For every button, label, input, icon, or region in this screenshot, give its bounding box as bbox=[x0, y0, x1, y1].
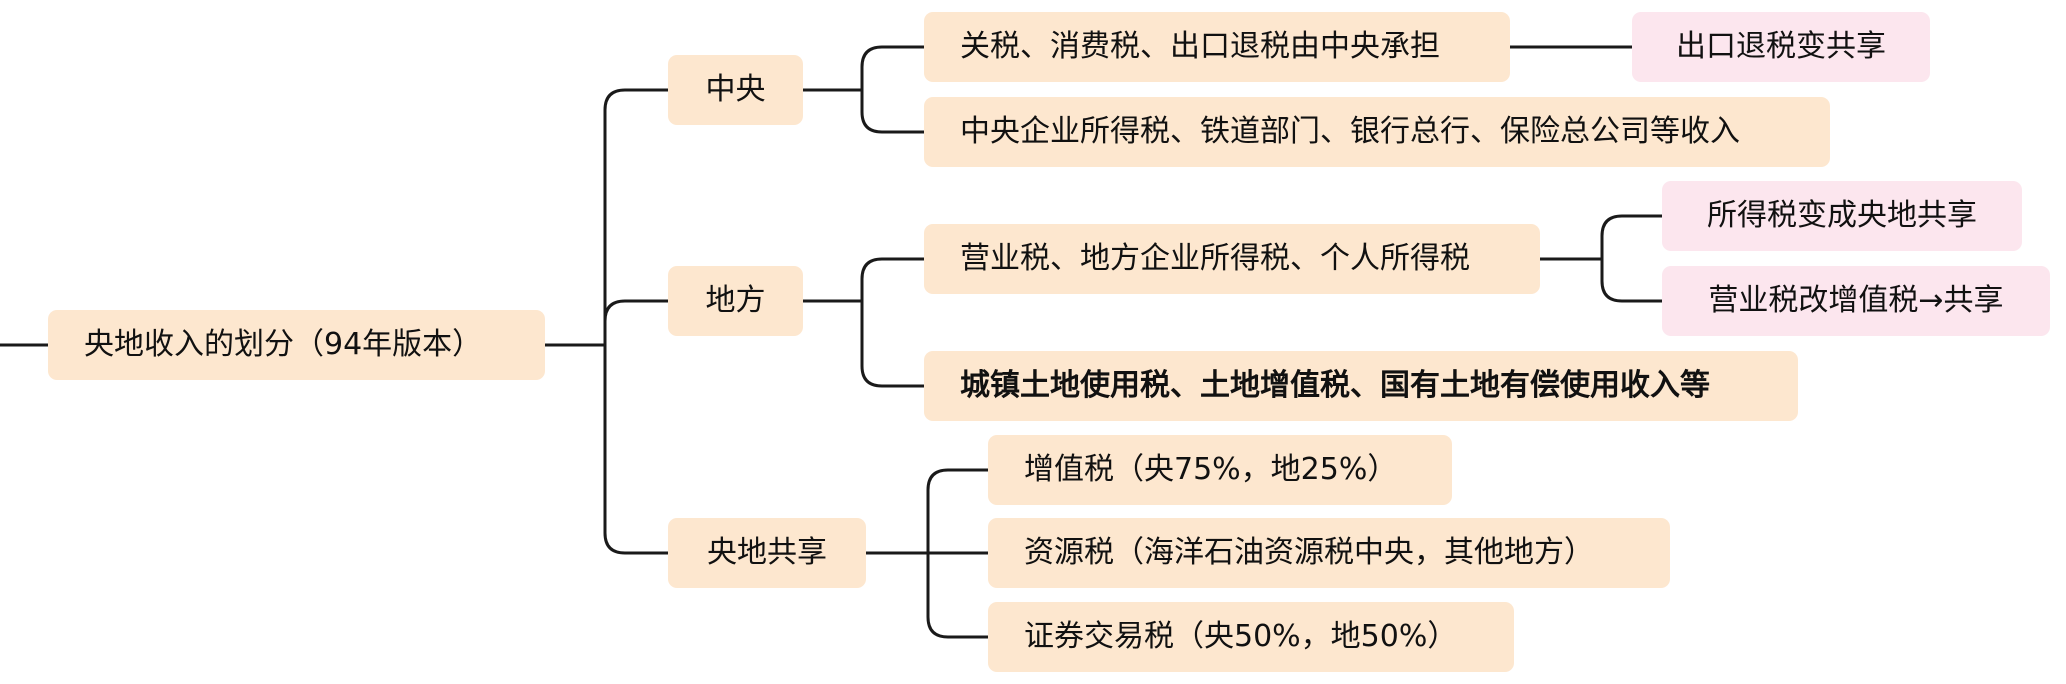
connector-root-to-local bbox=[603, 299, 670, 347]
shared-item-0[interactable]: 增值税（央75%，地25%） bbox=[988, 435, 1452, 505]
branch-local-label: 地方 bbox=[705, 283, 766, 318]
connector-root-to-shared bbox=[603, 343, 670, 555]
shared-item-2-label: 证券交易税（央50%，地50%） bbox=[1024, 619, 1458, 654]
connector-root-to-central bbox=[603, 88, 670, 347]
shared-item-1[interactable]: 资源税（海洋石油资源税中央，其他地方） bbox=[988, 518, 1670, 588]
branch-shared-label: 央地共享 bbox=[707, 535, 827, 570]
local-item-1[interactable]: 城镇土地使用税、土地增值税、国有土地有偿使用收入等 bbox=[924, 351, 1798, 421]
connector-local-item-0-to-note-0 bbox=[1600, 214, 1664, 261]
branch-shared[interactable]: 央地共享 bbox=[668, 518, 866, 588]
local-item-1-label: 城镇土地使用税、土地增值税、国有土地有偿使用收入等 bbox=[960, 368, 1710, 403]
central-item-0[interactable]: 关税、消费税、出口退税由中央承担 bbox=[924, 12, 1510, 82]
local-item-0[interactable]: 营业税、地方企业所得税、个人所得税 bbox=[924, 224, 1540, 294]
local-item-0-note-1-label: 营业税改增值税→共享 bbox=[1708, 283, 2004, 318]
branch-central-label: 中央 bbox=[705, 72, 766, 107]
shared-item-1-label: 资源税（海洋石油资源税中央，其他地方） bbox=[1024, 535, 1594, 570]
shared-item-0-label: 增值税（央75%，地25%） bbox=[1024, 452, 1398, 487]
branch-local[interactable]: 地方 bbox=[668, 266, 803, 336]
connector-local-to-item-0 bbox=[860, 257, 926, 303]
connector-local-to-item-1 bbox=[860, 299, 926, 388]
connector-shared-to-item-0 bbox=[926, 468, 990, 555]
local-item-0-note-1[interactable]: 营业税改增值税→共享 bbox=[1662, 266, 2050, 336]
connector-central-to-item-1 bbox=[860, 88, 926, 134]
central-item-0-note[interactable]: 出口退税变共享 bbox=[1632, 12, 1930, 82]
central-item-1-label: 中央企业所得税、铁道部门、银行总行、保险总公司等收入 bbox=[960, 114, 1740, 149]
central-item-0-note-label: 出口退税变共享 bbox=[1676, 29, 1886, 64]
local-item-0-label: 营业税、地方企业所得税、个人所得税 bbox=[960, 241, 1470, 276]
branch-central[interactable]: 中央 bbox=[668, 55, 803, 125]
root-node-label: 央地收入的划分（94年版本） bbox=[84, 327, 483, 362]
central-item-0-label: 关税、消费税、出口退税由中央承担 bbox=[960, 29, 1440, 64]
local-item-0-note-0[interactable]: 所得税变成央地共享 bbox=[1662, 181, 2022, 251]
central-item-1[interactable]: 中央企业所得税、铁道部门、银行总行、保险总公司等收入 bbox=[924, 97, 1830, 167]
local-item-0-note-0-label: 所得税变成央地共享 bbox=[1707, 198, 1977, 233]
connector-local-item-0-to-note-1 bbox=[1600, 257, 1664, 303]
connector-shared-to-item-2 bbox=[926, 551, 990, 639]
root-node[interactable]: 央地收入的划分（94年版本） bbox=[48, 310, 545, 380]
shared-item-2[interactable]: 证券交易税（央50%，地50%） bbox=[988, 602, 1514, 672]
connector-central-to-item-0 bbox=[860, 45, 926, 92]
